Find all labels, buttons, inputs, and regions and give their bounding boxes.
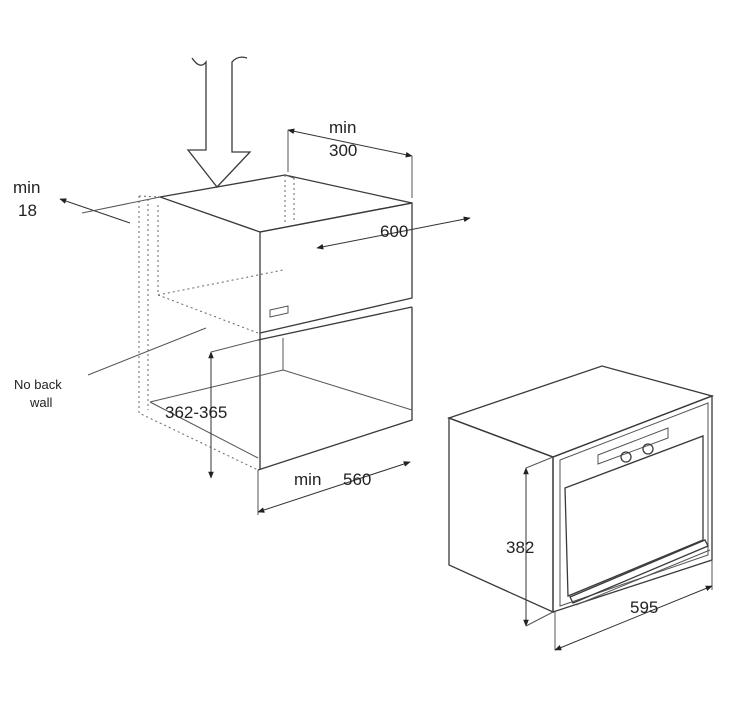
dimension-min-300: min 300 (287, 118, 413, 198)
dimension-oven-height: 382 (506, 456, 554, 627)
no-back-wall-line1: No back (14, 377, 62, 392)
oven-height-label: 382 (506, 538, 534, 557)
min-300-word: min (329, 118, 356, 137)
min-560-value: 560 (343, 470, 371, 489)
min-560-word: min (294, 470, 321, 489)
no-back-wall-callout: No back wall (14, 327, 207, 410)
oven (447, 365, 715, 614)
dimension-min-560: min 560 (257, 461, 411, 515)
min-300-value: 300 (329, 141, 357, 160)
dimension-min-18: min 18 (13, 178, 161, 224)
width-600-label: 600 (380, 222, 408, 241)
opening-height-label: 362-365 (165, 403, 227, 422)
cabinet (138, 174, 413, 471)
oven-width-label: 595 (630, 598, 658, 617)
no-back-wall-line2: wall (29, 395, 53, 410)
min-18-value: 18 (18, 201, 37, 220)
dimension-opening-height: 362-365 (165, 339, 259, 479)
dimension-600: 600 (316, 216, 471, 250)
dimension-oven-width: 595 (554, 560, 713, 651)
min-18-word: min (13, 178, 40, 197)
insertion-arrow (186, 56, 252, 188)
